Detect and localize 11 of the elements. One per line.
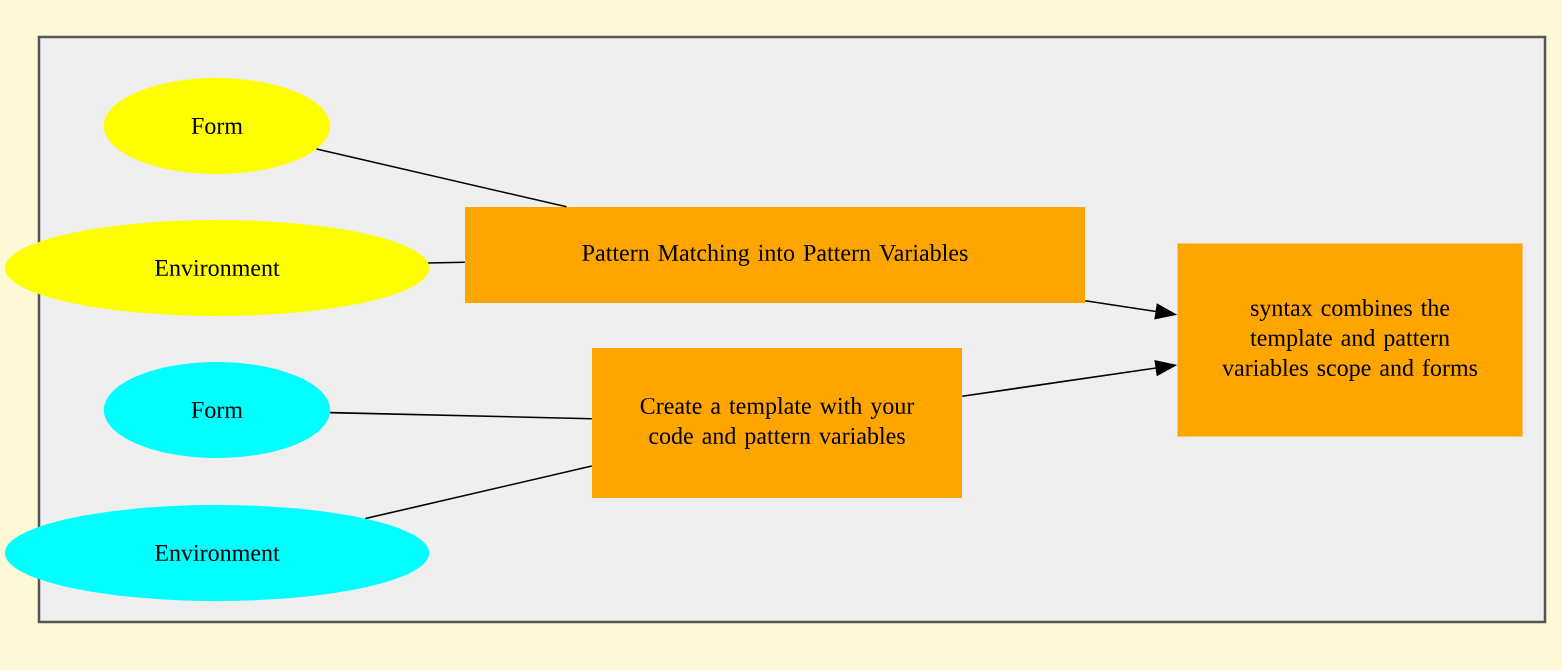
ellipse-node: Form: [103, 362, 331, 458]
process-box: Create a template with your code and pattern variables: [592, 348, 962, 498]
process-box: syntax combines the template and pattern variables scope and forms: [1177, 243, 1523, 437]
process-box: Pattern Matching into Pattern Variables: [465, 207, 1085, 303]
connector-line: [329, 411, 593, 420]
ellipse-node: Environment: [4, 505, 430, 601]
connector-line: [364, 465, 593, 520]
connector-line: [427, 261, 466, 264]
ellipse-node: Form: [103, 78, 331, 174]
connector-line: [315, 148, 568, 208]
ellipse-node: Environment: [4, 220, 430, 316]
